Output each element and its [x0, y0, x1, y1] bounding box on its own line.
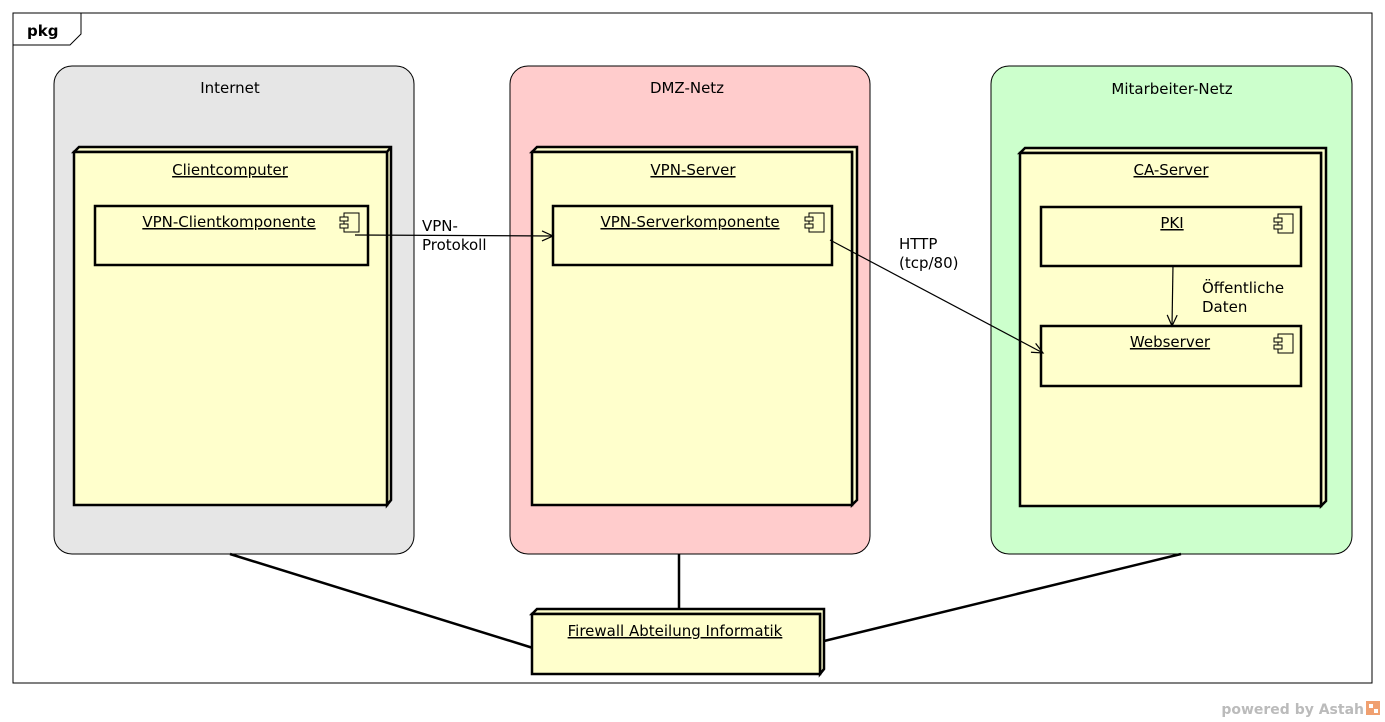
node-ca-server-label: CA-Server	[1133, 161, 1209, 179]
frame-label: pkg	[27, 22, 58, 40]
firewall-links	[229, 552, 1182, 650]
link-internet-firewall	[229, 552, 534, 650]
node-clientcomputer[interactable]: Clientcomputer	[70, 145, 393, 509]
component-pki-label: PKI	[1160, 214, 1183, 232]
zone-mitarbeiter-label: Mitarbeiter-Netz	[1111, 80, 1232, 98]
zone-internet-label: Internet	[200, 79, 260, 97]
component-vpn-server-label: VPN-Serverkomponente	[600, 213, 779, 231]
connector-vpn-label-line1: VPN-	[422, 217, 458, 235]
component-webserver-label: Webserver	[1130, 333, 1211, 351]
component-vpn-client[interactable]: VPN-Clientkomponente	[93, 204, 370, 267]
connector-http-label-line2: (tcp/80)	[899, 254, 959, 272]
node-vpn-server[interactable]: VPN-Server	[528, 145, 859, 509]
component-pki[interactable]: PKI	[1039, 205, 1303, 268]
watermark-text: powered by Astah	[1221, 702, 1364, 718]
connector-http-label-line1: HTTP	[899, 235, 937, 253]
node-firewall-label: Firewall Abteilung Informatik	[568, 622, 783, 640]
connector-daten[interactable]: Öffentliche Daten	[1166, 264, 1284, 328]
astah-logo-icon	[1366, 701, 1380, 715]
component-vpn-server[interactable]: VPN-Serverkomponente	[551, 204, 834, 267]
component-icon	[1273, 333, 1294, 354]
component-icon	[1273, 213, 1294, 234]
connector-vpn[interactable]: VPN- Protokoll	[354, 217, 555, 254]
zone-dmz-label: DMZ-Netz	[650, 79, 724, 97]
node-clientcomputer-label: Clientcomputer	[172, 161, 289, 179]
node-firewall[interactable]: Firewall Abteilung Informatik	[528, 607, 826, 678]
component-icon	[804, 212, 825, 233]
connector-daten-label-line1: Öffentliche	[1202, 278, 1284, 297]
component-vpn-client-label: VPN-Clientkomponente	[142, 213, 315, 231]
node-vpn-server-label: VPN-Server	[650, 161, 736, 179]
component-webserver[interactable]: Webserver	[1039, 324, 1303, 388]
connector-vpn-label-line2: Protokoll	[422, 236, 487, 254]
component-icon	[339, 212, 360, 233]
connector-daten-label-line2: Daten	[1202, 298, 1247, 316]
astah-watermark: powered by Astah	[1221, 701, 1380, 718]
connector-http[interactable]: HTTP (tcp/80)	[829, 235, 1045, 354]
link-mitarbeiter-firewall	[819, 552, 1182, 644]
